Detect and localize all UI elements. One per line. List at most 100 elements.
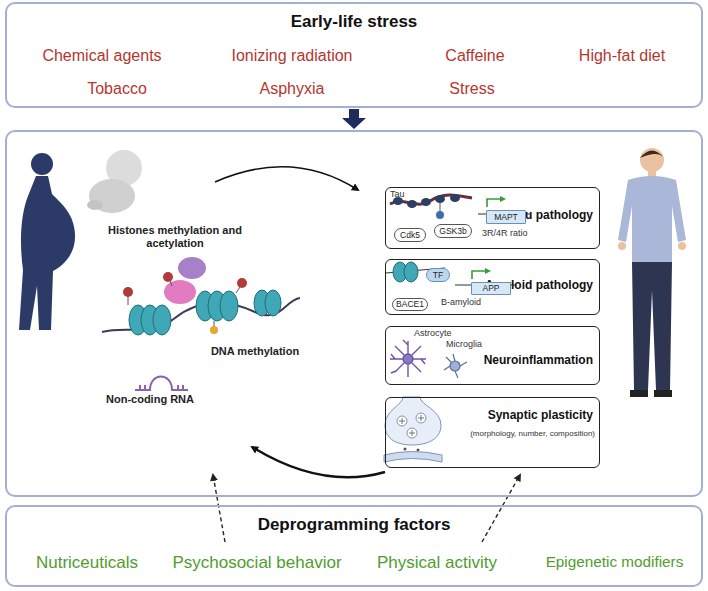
amyloid-gene-part [393, 262, 418, 282]
tau-chain-part-part [407, 200, 417, 208]
man-figure-part [632, 262, 672, 390]
amyloid-gene-part [472, 271, 489, 279]
chromatin-part [164, 280, 196, 304]
synapse-part [417, 449, 420, 452]
man-figure-part [654, 390, 672, 397]
synapse-part [404, 448, 407, 451]
synapse-part [397, 413, 426, 438]
node-label: 3R/4R ratio [482, 228, 528, 239]
molecule-label-box: BACE1 [392, 298, 428, 311]
man-figure-part [630, 390, 648, 397]
panel: Early-life stressChemical agents Ionizing… [5, 2, 703, 108]
node-label: B-amyloid [441, 297, 481, 308]
node-title: MAPT [494, 212, 518, 222]
pathology-box: Synaptic plasticity (morphology, number, … [385, 397, 600, 468]
tau-chain-part [487, 199, 504, 207]
flow-arrow [342, 109, 366, 129]
panel: Histones methylation and acetylationTau … [5, 130, 703, 497]
node-title: Histones methylation and acetylation [95, 224, 255, 250]
man-figure-part [648, 170, 656, 177]
amyloid-gene-part-part [404, 262, 418, 282]
tau-chain-part [436, 211, 444, 219]
node-label: Epigenetic modifiers [527, 553, 702, 571]
fetus [87, 150, 142, 213]
molecule-label-box: TF [426, 268, 450, 282]
fetus-part [87, 200, 103, 210]
molecule-label-box: MAPT [486, 210, 526, 224]
node-label: High-fat diet [552, 46, 692, 65]
cycle-arrows [215, 167, 385, 478]
panel: Deprogramming factorsNutriceuticalsPsych… [5, 505, 703, 587]
rna-hairpin-part [139, 385, 141, 390]
microglia [444, 354, 467, 378]
pathology-box: Amyloid pathologyTFAPPBACE1B-amyloid [385, 259, 600, 315]
synapse-part-part [399, 415, 424, 436]
rna-hairpin-part [144, 385, 146, 390]
node-label: Caffeine [415, 46, 535, 65]
node-title: GSK3b [439, 226, 466, 236]
pregnant-woman-part [19, 176, 75, 330]
microglia-part [450, 361, 460, 371]
man-figure [618, 148, 686, 397]
node-label: Physical activity [352, 553, 522, 573]
tau-chain-part-part [435, 195, 445, 203]
pregnant-woman [19, 153, 75, 330]
node-title: Cdk5 [400, 230, 420, 240]
node-title: BACE1 [396, 299, 424, 309]
node-label: Psychosocial behavior [167, 553, 347, 573]
chromatin-part [123, 287, 133, 297]
cycle-arrows-part [252, 447, 385, 477]
chromatin-part-part [153, 305, 171, 335]
man-figure-part [640, 151, 664, 159]
man-figure-part [618, 176, 686, 262]
node-title: APP [482, 283, 499, 293]
astrocyte [390, 340, 426, 377]
chromatin-part [163, 272, 173, 282]
chromatin-part [210, 326, 218, 334]
tau-chain-part-part [421, 198, 431, 206]
pathology-box: NeuroinflammationAstrocyteMicroglia [385, 326, 600, 385]
node-label: Stress [412, 79, 532, 98]
synapse-part [399, 415, 424, 436]
man-figure-part [618, 242, 626, 250]
man-figure-part [678, 242, 686, 250]
synapse [384, 397, 442, 462]
node-label: Asphyxia [222, 79, 362, 98]
synapse-part [384, 452, 442, 463]
chromatin [102, 257, 300, 335]
rna-hairpin [135, 377, 188, 391]
chromatin-part [236, 287, 240, 293]
microglia-part [444, 354, 467, 378]
pregnant-woman-part [31, 153, 53, 175]
node-title: Neuroinflammation [484, 353, 593, 367]
node-title: Synaptic plasticity [488, 408, 593, 422]
node-label: (morphology, number, composition) [470, 429, 595, 439]
rna-hairpin-part [182, 385, 184, 390]
node-label: Chemical agents [22, 46, 182, 65]
chromatin-part-part [265, 290, 281, 316]
node-title: Early-life stress [7, 12, 701, 32]
chromatin-part [129, 290, 281, 335]
astrocyte-part [403, 354, 413, 364]
node-label: Microglia [446, 339, 482, 350]
chromatin-part [178, 257, 206, 279]
node-label: Tobacco [47, 79, 187, 98]
tau-chain-part-part [450, 194, 460, 202]
synapse-part [385, 397, 441, 445]
molecule-label-box: APP [471, 282, 511, 295]
molecule-label-box: Cdk5 [394, 228, 426, 242]
man-figure-part [640, 148, 664, 172]
node-label: Nutriceuticals [12, 553, 162, 573]
astrocyte-part [390, 340, 426, 377]
node-label: Tau [390, 189, 405, 200]
influence-arrow [213, 475, 225, 542]
influence-arrow [482, 475, 520, 542]
chromatin-part [128, 296, 129, 305]
node-label: Non-coding RNA [95, 393, 205, 406]
cycle-arrows-part [215, 167, 358, 190]
node-label: Ionizing radiation [202, 46, 382, 65]
node-title: Deprogramming factors [7, 515, 701, 535]
pathology-box: Tau pathologyCdk5GSK3bMAPTTau3R/4R ratio [385, 187, 600, 249]
rna-hairpin-part [135, 377, 188, 391]
chromatin-part [237, 278, 247, 288]
